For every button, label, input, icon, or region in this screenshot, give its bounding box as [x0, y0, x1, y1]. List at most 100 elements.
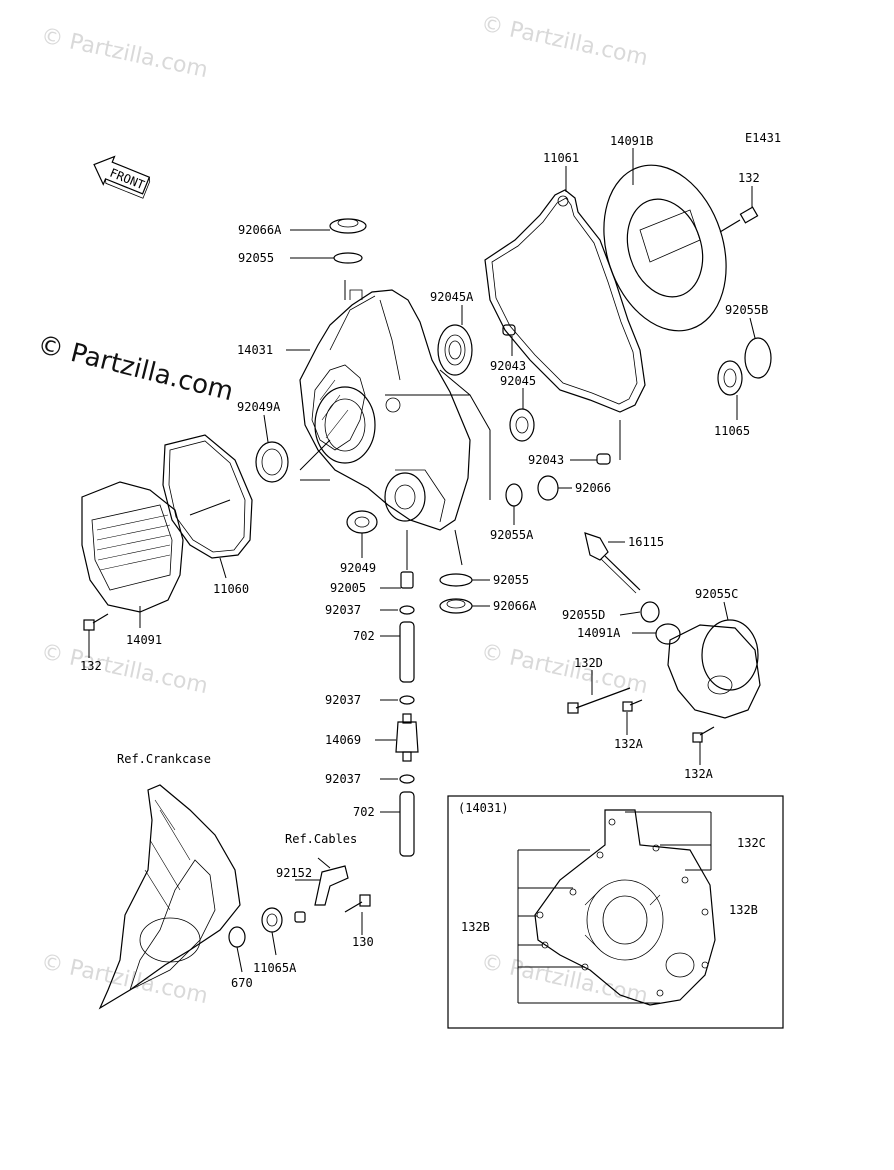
label-92066A: 92066A	[493, 599, 537, 613]
label-702: 702	[353, 629, 375, 643]
hose-assembly	[395, 571, 419, 857]
label-14091A: 14091A	[577, 626, 621, 640]
bearing-92045A	[437, 324, 473, 376]
seal-11065	[717, 360, 743, 396]
label-132C: 132C	[737, 836, 766, 850]
ref-crankcase: Ref.Crankcase	[117, 752, 211, 766]
oring-92055C	[701, 619, 759, 691]
bolt-132A	[622, 699, 643, 712]
engine-cover-14031	[299, 289, 471, 531]
cap-92066A-mid	[439, 598, 473, 614]
part-labels: 14091B 11061 132 92066A 92055 92045A 920…	[80, 134, 768, 990]
label-14031: 14031	[237, 343, 273, 357]
front-label: FRONT	[108, 166, 147, 193]
outer-cover-14091	[81, 481, 184, 613]
label-92043: 92043	[490, 359, 526, 373]
label-92055B: 92055B	[725, 303, 768, 317]
watermark: © Partzilla.com	[39, 949, 210, 1009]
crankcase-reference	[98, 784, 241, 1010]
label-92043: 92043	[528, 453, 564, 467]
oring-670	[228, 926, 246, 948]
label-92049: 92049	[340, 561, 376, 575]
label-92055A: 92055A	[490, 528, 534, 542]
dowel-pin-92043	[596, 453, 611, 465]
bolt-130	[344, 894, 371, 913]
gasket-11060	[162, 434, 253, 559]
label-92037: 92037	[325, 693, 361, 707]
bearing-92045	[509, 408, 535, 442]
clamp-92037	[399, 695, 415, 705]
oring-92055A	[505, 483, 523, 507]
oring-92055-top	[333, 252, 363, 264]
label-92055C: 92055C	[695, 587, 738, 601]
label-14069: 14069	[325, 733, 361, 747]
label-670: 670	[231, 976, 253, 990]
watermark: © Partzilla.com	[479, 949, 650, 1009]
gasket-11061	[484, 189, 646, 413]
label-92055D: 92055D	[562, 608, 605, 622]
label-132B: 132B	[461, 920, 490, 934]
label-14091B: 14091B	[610, 134, 653, 148]
seal-92049A	[255, 441, 289, 483]
bolt-132-top	[719, 206, 759, 233]
label-132D: 132D	[574, 656, 603, 670]
leader-lines	[88, 148, 756, 973]
label-132B: 132B	[729, 903, 758, 917]
oring-92055D	[640, 601, 660, 623]
inset-title: (14031)	[458, 801, 509, 815]
dowel-pin-92043	[502, 324, 516, 336]
diagram-code: E1431	[745, 131, 781, 145]
label-92045: 92045	[500, 374, 536, 388]
dipstick-16115	[584, 532, 641, 594]
label-132A: 132A	[684, 767, 714, 781]
label-92055: 92055	[238, 251, 274, 265]
bolt-132A-lower	[692, 726, 715, 743]
watermark: © Partzilla.com	[39, 639, 210, 699]
label-132: 132	[738, 171, 760, 185]
hose-702	[399, 791, 415, 857]
label-92037: 92037	[325, 603, 361, 617]
front-arrow-icon: FRONT	[93, 155, 151, 199]
filter-14069	[395, 721, 419, 753]
bolt-132D	[567, 687, 631, 714]
plate-14091B	[603, 164, 727, 332]
label-92049A: 92049A	[237, 400, 281, 414]
fitting-92005	[400, 571, 414, 589]
label-14091: 14091	[126, 633, 162, 647]
clamp-92037	[399, 605, 415, 615]
label-132: 132	[80, 659, 102, 673]
label-132A: 132A	[614, 737, 644, 751]
clamp-92037	[399, 774, 415, 784]
label-92152: 92152	[276, 866, 312, 880]
label-11065A: 11065A	[253, 961, 297, 975]
inset-panel	[447, 795, 784, 1029]
ref-cables: Ref.Cables	[285, 832, 357, 846]
watermark-dark: © Partzilla.com	[34, 330, 236, 408]
bolt-132-left	[83, 613, 109, 631]
watermark: © Partzilla.com	[479, 11, 650, 71]
bolt-locations	[536, 818, 709, 997]
label-11065: 11065	[714, 424, 750, 438]
hose-702	[399, 621, 415, 683]
label-92055: 92055	[493, 573, 529, 587]
label-92005: 92005	[330, 581, 366, 595]
label-702: 702	[353, 805, 375, 819]
oring-92055-mid	[439, 573, 473, 587]
label-11061: 11061	[543, 151, 579, 165]
label-92045A: 92045A	[430, 290, 474, 304]
bearing-92049	[346, 510, 378, 534]
label-16115: 16115	[628, 535, 664, 549]
label-92037: 92037	[325, 772, 361, 786]
label-130: 130	[352, 935, 374, 949]
label-92066: 92066	[575, 481, 611, 495]
seal-11065A	[261, 907, 306, 933]
label-11060: 11060	[213, 582, 249, 596]
watermark: © Partzilla.com	[39, 23, 210, 83]
cap-92066A-top	[329, 218, 367, 234]
cable-bracket-92152	[314, 865, 349, 906]
plug-92066	[537, 475, 559, 501]
cover-14091A	[655, 623, 761, 719]
label-92066A: 92066A	[238, 223, 282, 237]
